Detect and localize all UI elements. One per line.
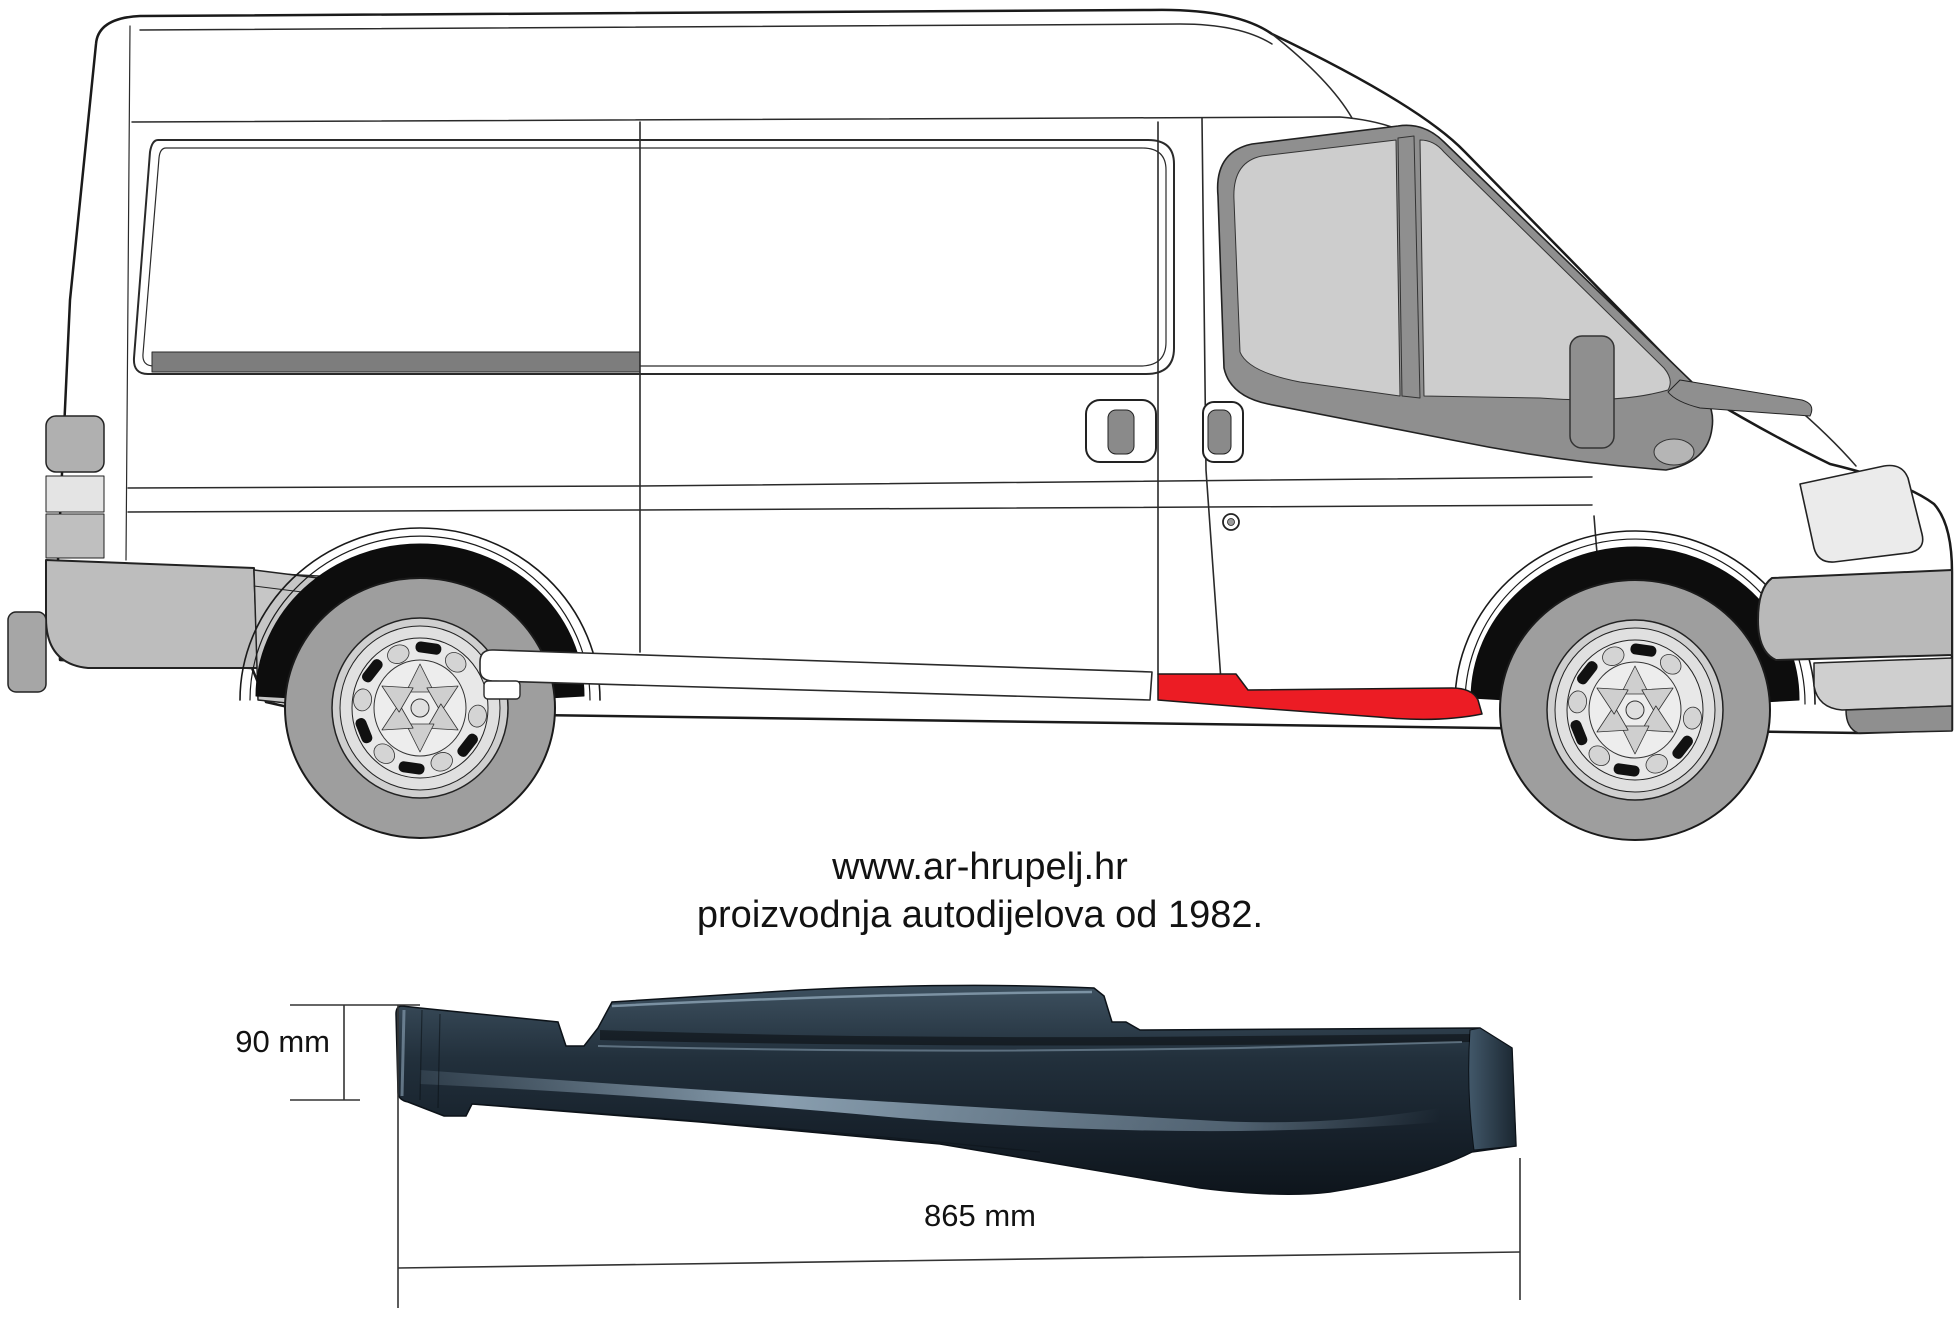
main-highlight-streak	[420, 1070, 1440, 1132]
door-window-glass	[1233, 139, 1401, 397]
rear-bumper-corner	[7, 611, 47, 693]
front-bumper-lip	[1845, 705, 1953, 734]
headlight	[1799, 464, 1924, 563]
window-divider-bar	[1397, 135, 1421, 399]
width-dim-line	[397, 1251, 1521, 1269]
under-flange-highlight	[597, 1041, 1463, 1052]
height-dimension-label: 90 mm	[235, 1024, 330, 1059]
frame-grommet	[1653, 438, 1695, 466]
dimension-lines	[290, 1004, 1521, 1308]
window-bottom-trim-strip	[151, 351, 641, 373]
roof-seam-line	[139, 23, 1273, 45]
rear-trim-band	[45, 513, 105, 559]
website-url: www.ar-hrupelj.hr	[832, 846, 1128, 888]
cab-door-handle-grip	[1207, 409, 1232, 455]
highlighted-sill-part	[1157, 673, 1483, 721]
door-lock-pin	[1227, 518, 1235, 526]
highroof-front-seam	[1271, 33, 1353, 119]
sill-part-end-cap	[1468, 1027, 1517, 1151]
rear-bumper	[45, 559, 259, 669]
tail-lamp	[45, 415, 105, 473]
left-lip-highlight	[400, 1009, 406, 1097]
lower-body-crease	[471, 1103, 1041, 1153]
cab-glazing	[1216, 124, 1813, 471]
flange-shadow	[600, 1030, 1470, 1046]
width-dimension-label: 865 mm	[924, 1198, 1036, 1233]
cargo-window	[132, 139, 1175, 375]
part-photo	[290, 984, 1521, 1308]
cab-door-rear-gap	[1201, 117, 1223, 696]
tagline: proizvodnja autodijelova od 1982.	[696, 894, 1264, 936]
van-diagram	[7, 8, 1954, 841]
jack-point-tab	[483, 680, 521, 700]
left-lip-creases	[419, 1009, 441, 1109]
sill-part-body	[395, 984, 1517, 1195]
quarter-window-glass	[1419, 139, 1671, 401]
rear-reflector-band	[45, 475, 105, 513]
front-bumper	[1757, 569, 1953, 661]
flange-ridge-highlight	[611, 990, 1093, 1008]
rear-wheel	[284, 577, 556, 839]
cargo-window-inner-frame	[142, 147, 1167, 367]
front-wheel	[1499, 579, 1771, 841]
sliding-door-handle-grip	[1107, 409, 1135, 455]
rear-pillar-line	[125, 25, 131, 561]
front-bumper-lower	[1813, 657, 1953, 711]
mirror-arm	[1569, 335, 1615, 449]
cowl-trim	[1667, 379, 1813, 417]
